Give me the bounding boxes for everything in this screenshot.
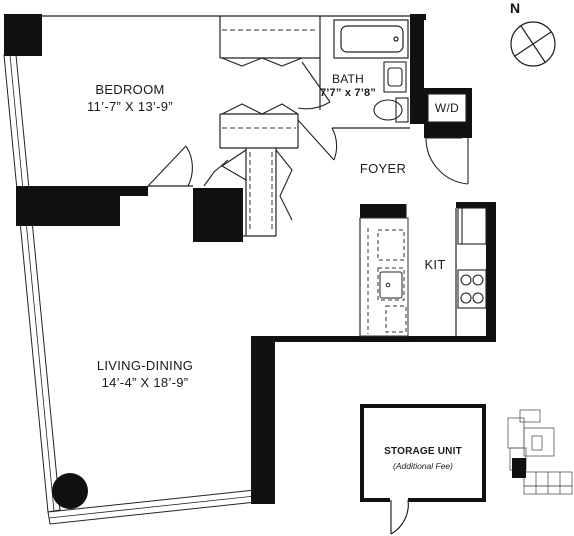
- compass-north-label: N: [510, 0, 521, 16]
- living-dining-dims: 14’-4” X 18’-9”: [101, 375, 189, 390]
- toilet-icon: [373, 97, 409, 123]
- kitchen-label: KIT: [424, 257, 446, 272]
- key-plan-icon: [507, 409, 573, 495]
- bathtub-icon: [333, 19, 409, 59]
- kitchen-sink-icon: [379, 271, 403, 299]
- bath-label: BATH: [332, 72, 364, 86]
- swing-doors: [147, 61, 469, 187]
- compass-icon: [510, 21, 556, 67]
- bedroom-dims: 11’-7” X 13’-9”: [87, 99, 173, 114]
- column: [52, 473, 88, 509]
- bedroom-label: BEDROOM: [95, 82, 165, 97]
- kitchen-counter: [359, 217, 409, 337]
- interior-lines: [42, 15, 457, 336]
- washer-dryer: [427, 93, 467, 123]
- stove-icon: [457, 269, 487, 309]
- closet-doors: [203, 57, 303, 221]
- living-dining-label: LIVING-DINING: [96, 358, 194, 373]
- foyer-label: FOYER: [359, 161, 407, 176]
- storage-unit-label: STORAGE UNIT: [384, 446, 462, 457]
- storage-unit-note: (Additional Fee): [392, 461, 453, 471]
- storage-unit: [360, 404, 486, 535]
- wd-label: W/D: [434, 101, 460, 115]
- bath-dims: 7’7” x 7’8”: [319, 87, 376, 99]
- bath-sink-icon: [383, 61, 407, 93]
- closet-shelves: [222, 29, 318, 232]
- refrigerator-icon: [457, 207, 487, 245]
- window-wall: [3, 54, 257, 525]
